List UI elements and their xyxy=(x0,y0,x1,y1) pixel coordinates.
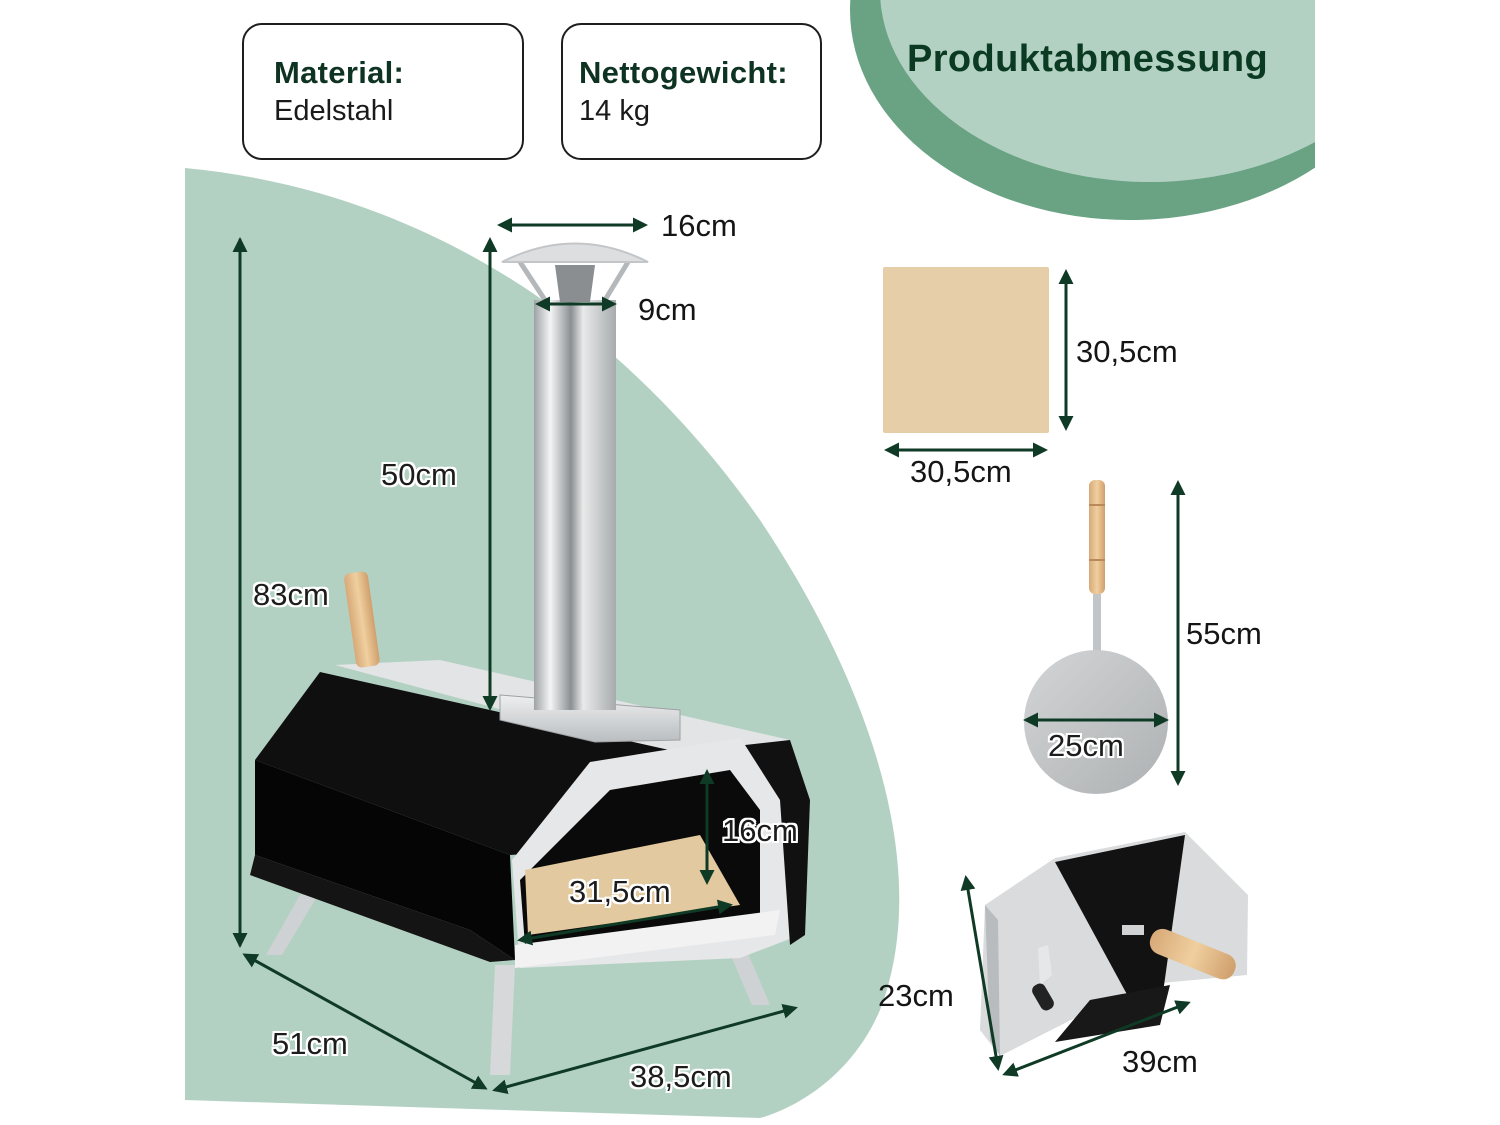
title-blob xyxy=(850,0,1315,220)
net-weight-card: Nettogewicht: 14 kg xyxy=(561,23,822,160)
net-weight-label: Nettogewicht: xyxy=(579,55,788,90)
chimney-cap-width-label: 16cm xyxy=(661,208,737,243)
oven-dimension-arrows xyxy=(232,217,798,1095)
net-weight-value: 14 kg xyxy=(579,95,650,127)
peel-length-label: 55cm xyxy=(1186,616,1262,651)
door-height-label: 23cm xyxy=(878,978,954,1013)
pizza-stone-image xyxy=(883,267,1049,433)
stone-dimension-arrows xyxy=(884,269,1074,458)
door-width-label: 39cm xyxy=(1122,1044,1198,1079)
total-height-label: 83cm xyxy=(253,577,329,612)
page-title: Produktabmessung xyxy=(907,38,1269,80)
width-label: 38,5cm xyxy=(630,1059,732,1094)
opening-width-label: 31,5cm xyxy=(569,874,671,909)
door-dimension-arrows xyxy=(960,875,1191,1077)
peel-diameter-label: 25cm xyxy=(1048,728,1124,763)
peel-dimension-arrows xyxy=(1023,480,1186,786)
oven-door-panel-image xyxy=(980,832,1248,1056)
chimney-pipe-diameter-label: 9cm xyxy=(638,292,697,327)
material-value: Edelstahl xyxy=(274,95,394,127)
material-label: Material: xyxy=(274,55,405,90)
stone-width-label: 30,5cm xyxy=(910,454,1012,489)
chimney-height-label: 50cm xyxy=(381,457,457,492)
depth-label: 51cm xyxy=(272,1026,348,1061)
material-card: Material: Edelstahl xyxy=(242,23,524,160)
stone-height-label: 30,5cm xyxy=(1076,334,1178,369)
opening-height-label: 16cm xyxy=(722,813,798,848)
